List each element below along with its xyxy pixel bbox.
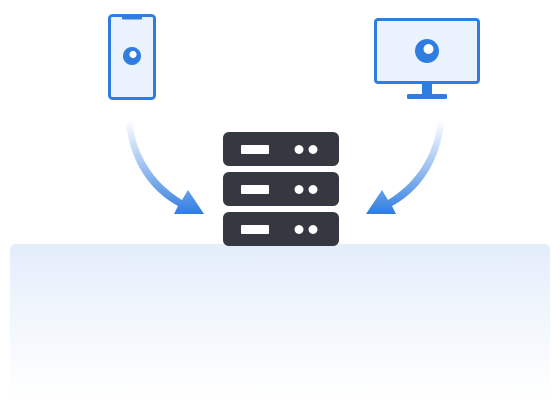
server-unit — [223, 132, 339, 166]
phone-to-server-arrow — [118, 118, 218, 218]
server-rack-icon — [223, 132, 339, 246]
monitor-to-server-arrow — [352, 118, 452, 218]
platform-panel — [10, 244, 550, 400]
smartphone-icon — [108, 14, 156, 100]
server-unit — [223, 212, 339, 246]
desktop-monitor-icon — [374, 18, 480, 102]
server-unit — [223, 172, 339, 206]
